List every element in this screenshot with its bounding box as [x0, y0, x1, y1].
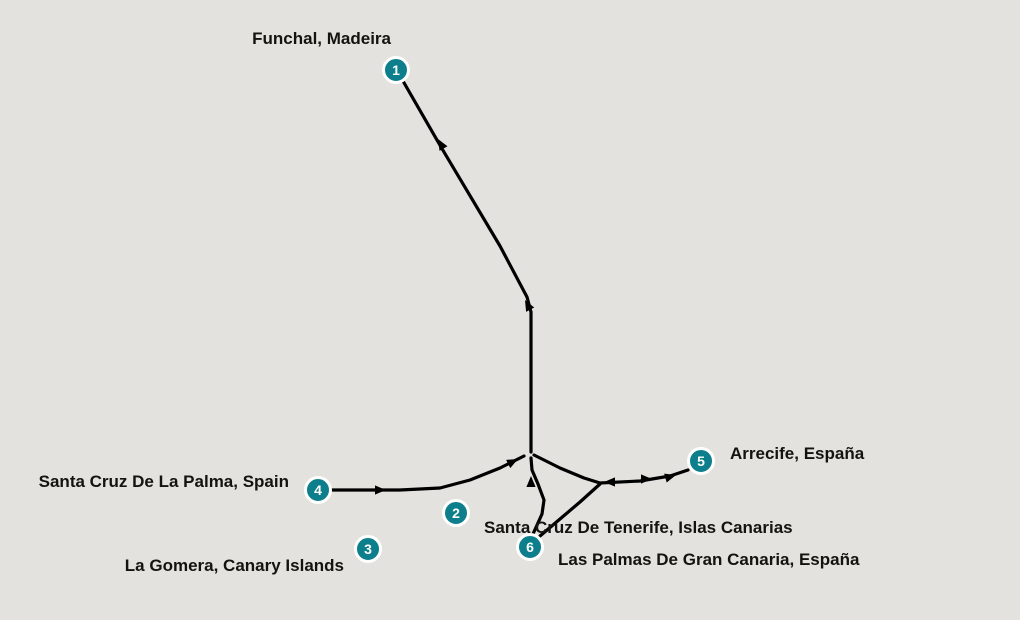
direction-arrow: [604, 477, 615, 487]
stop-marker-6[interactable]: 6: [516, 533, 544, 561]
route-lines: [330, 79, 690, 538]
place-label-4: Santa Cruz De La Palma, Spain: [38, 472, 289, 491]
direction-arrow: [375, 485, 386, 495]
direction-arrow: [664, 473, 676, 483]
place-label-6: Santa Cruz De Tenerife, Islas Canarias: [484, 518, 793, 537]
direction-arrow: [525, 300, 535, 312]
direction-arrow: [438, 139, 448, 151]
stop-marker-3[interactable]: 3: [354, 535, 382, 563]
place-label-las-palmas: Las Palmas De Gran Canaria, España: [558, 550, 860, 569]
route-path-funchal-to-tenerife-junction: [401, 79, 533, 454]
direction-arrow: [506, 459, 518, 469]
place-label-3: La Gomera, Canary Islands: [124, 556, 344, 575]
route-direction-arrows: [375, 139, 676, 495]
stop-marker-2[interactable]: 2: [442, 499, 470, 527]
stop-marker-4[interactable]: 4: [304, 476, 332, 504]
route-path-tenerife-to-junction: [529, 456, 546, 536]
route-path-tenerife-to-arrecife-junction: [538, 482, 602, 538]
direction-arrow: [641, 474, 652, 484]
stop-marker-5[interactable]: 5: [687, 447, 715, 475]
direction-arrow: [526, 476, 536, 487]
route-path-la-palma-to-junction: [330, 454, 526, 492]
place-label-5: Arrecife, España: [730, 444, 865, 463]
stop-marker-1[interactable]: 1: [382, 56, 410, 84]
place-label-1: Funchal, Madeira: [252, 29, 391, 48]
route-path-junction-to-arrecife: [532, 453, 690, 485]
